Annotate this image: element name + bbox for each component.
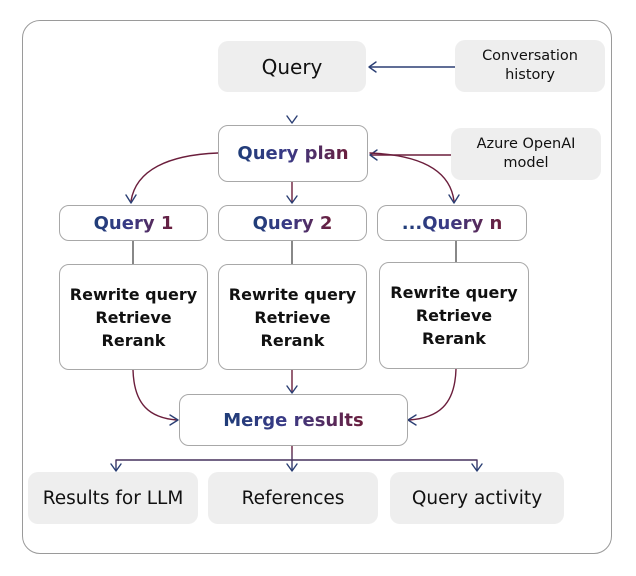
step-rerank: Rerank: [422, 329, 486, 348]
output-label: Results for LLM: [42, 487, 184, 509]
arrow-plan-to-q1: [130, 152, 219, 202]
subquery-label: Query 2: [252, 212, 333, 234]
step-rewrite-query: Rewrite query: [390, 283, 518, 302]
subquery-label: ...Query n: [401, 212, 503, 234]
step-rerank: Rerank: [260, 330, 325, 350]
subquery-label: Query 1: [93, 212, 174, 234]
output-label: Query activity: [411, 487, 543, 509]
output-references: References: [208, 472, 378, 524]
output-label: References: [241, 487, 345, 509]
arrow-q1-to-merge: [132, 369, 178, 421]
steps-box-2: Rewrite query Retrieve Rerank: [218, 264, 367, 370]
subquery-box-1: Query 1: [59, 205, 208, 241]
merge-results-label: Merge results: [223, 409, 364, 431]
output-results-for-llm: Results for LLM: [28, 472, 198, 524]
output-query-activity: Query activity: [390, 472, 564, 524]
step-retrieve: Retrieve: [95, 307, 172, 327]
conversation-history-label: Conversation history: [482, 48, 578, 83]
output-branch: [115, 445, 478, 471]
model-box: Azure OpenAI model: [451, 128, 601, 180]
query-plan-label: Query plan: [237, 143, 349, 164]
arrow-qn-to-merge: [408, 368, 457, 421]
query-label: Query: [261, 54, 323, 79]
step-rewrite-query: Rewrite query: [69, 284, 198, 304]
step-rewrite-query: Rewrite query: [228, 284, 357, 304]
query-box: Query: [218, 41, 366, 92]
query-plan-box: Query plan: [218, 125, 368, 182]
model-label: Azure OpenAI model: [476, 136, 576, 171]
step-rerank: Rerank: [101, 330, 166, 350]
steps-box-n: Rewrite query Retrieve Rerank: [379, 262, 529, 369]
subquery-box-2: Query 2: [218, 205, 367, 241]
arrow-plan-to-qn: [369, 152, 455, 202]
merge-results-box: Merge results: [179, 394, 408, 446]
step-retrieve: Retrieve: [254, 307, 331, 327]
step-retrieve: Retrieve: [415, 306, 493, 325]
steps-box-1: Rewrite query Retrieve Rerank: [59, 264, 208, 370]
conversation-history-box: Conversation history: [455, 40, 605, 92]
subquery-box-n: ...Query n: [377, 205, 527, 241]
